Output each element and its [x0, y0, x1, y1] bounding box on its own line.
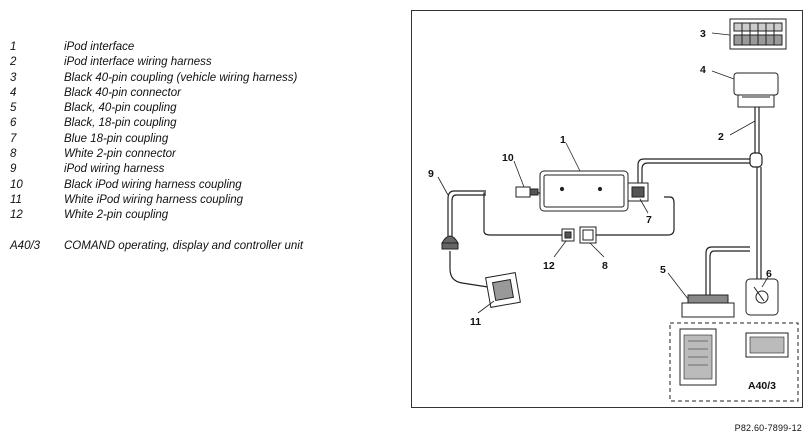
leader-5 [667, 272, 689, 300]
legend-item: 7 Blue 18-pin coupling [10, 132, 405, 147]
harness-10-to-12 [483, 192, 562, 236]
legend-number: 11 [10, 193, 22, 206]
coupling-3 [729, 18, 787, 50]
legend-text: COMAND operating, display and controller… [64, 239, 304, 252]
callout-6: 6 [766, 268, 772, 280]
harness-9 [447, 190, 486, 237]
legend-number: 9 [10, 163, 17, 176]
harness-branch-interface [634, 158, 750, 187]
callout-7: 7 [646, 214, 652, 226]
wiring-diagram: 3 4 2 1 10 9 7 12 8 11 5 6 A40/3 [411, 10, 803, 408]
legend-item: 8 White 2-pin connector [10, 147, 405, 162]
harness-9-lower [449, 251, 489, 288]
legend-list: 1 iPod interface 2 iPod interface wiring h… [10, 40, 405, 254]
legend-item: 9 iPod wiring harness [10, 162, 405, 177]
legend-item-unit: A40/3 COMAND operating, display and contr… [10, 239, 405, 254]
legend-number: 6 [10, 117, 17, 130]
leader-6 [761, 276, 769, 288]
legend-item: 12 White 2-pin coupling [10, 208, 405, 223]
callout-10: 10 [502, 152, 514, 164]
legend-text: White 2-pin connector [64, 148, 176, 161]
legend-number: 1 [10, 41, 17, 53]
harness-branch-5b [709, 250, 750, 295]
coupling-11 [485, 272, 521, 308]
leader-2 [729, 120, 756, 136]
legend-number: 8 [10, 148, 17, 161]
harness-9-grommet [441, 235, 459, 250]
coupling-12 [561, 228, 575, 242]
legend-text: Black, 40-pin coupling [64, 102, 177, 115]
leader-9 [437, 176, 449, 196]
harness-branch-5 [705, 246, 750, 295]
legend-number: 4 [10, 86, 17, 99]
legend-number: A40/3 [10, 239, 41, 252]
legend-text: Black 40-pin connector [64, 86, 181, 99]
legend-item: 3 Black 40-pin coupling (vehicle wiring h… [10, 71, 405, 86]
figure-reference: P82.60-7899-12 [734, 423, 802, 433]
wiring-diagram-canvas: 3 4 2 1 10 9 7 12 8 11 5 6 A40/3 [428, 18, 799, 402]
harness-9-b [451, 194, 486, 237]
leader-7 [639, 198, 649, 214]
legend-item: 5 Black, 40-pin coupling [10, 101, 405, 116]
legend-text: iPod wiring harness [64, 163, 165, 176]
legend-number: 12 [10, 209, 23, 222]
leader-4 [711, 70, 735, 80]
legend-number: 2 [10, 56, 17, 69]
legend-item: 2 iPod interface wiring harness [10, 55, 405, 70]
callout-4: 4 [700, 64, 706, 76]
legend-text: White 2-pin coupling [64, 209, 169, 222]
coupling-5 [681, 294, 735, 318]
legend-item: 1 iPod interface [10, 40, 405, 55]
callout-2: 2 [718, 131, 724, 143]
connector-8 [579, 226, 597, 244]
legend-text: Black 40-pin coupling (vehicle wiring ha… [64, 71, 298, 84]
callout-9: 9 [428, 168, 434, 180]
callout-3: 3 [700, 28, 706, 40]
callout-unit: A40/3 [748, 380, 776, 392]
legend-item: 11 White iPod wiring harness coupling [10, 193, 405, 208]
leader-3 [711, 32, 731, 36]
callout-12: 12 [543, 260, 555, 272]
leader-1 [565, 142, 581, 172]
leader-11 [477, 300, 495, 314]
legend-text: Black iPod wiring harness coupling [64, 178, 242, 191]
harness-split-node [749, 152, 763, 168]
legend-item: 4 Black 40-pin connector [10, 86, 405, 101]
harness-branch-interface-2 [641, 162, 750, 187]
legend-number: 5 [10, 102, 17, 115]
legend-number: 7 [10, 132, 17, 145]
callout-8: 8 [602, 260, 608, 272]
callout-1: 1 [560, 134, 566, 146]
legend-text: White iPod wiring harness coupling [64, 193, 243, 206]
harness-to-8 [596, 196, 675, 236]
leader-8 [589, 242, 605, 258]
callout-11: 11 [470, 316, 481, 328]
legend-spacer [10, 224, 405, 239]
leader-10 [513, 160, 525, 188]
unit-a40-3 [669, 322, 799, 402]
coupling-10 [515, 186, 539, 198]
coupling-6 [745, 278, 779, 316]
callout-5: 5 [660, 264, 666, 276]
legend-number: 3 [10, 71, 17, 84]
ipod-interface-1 [539, 170, 629, 212]
leader-12 [553, 240, 567, 258]
legend-text: iPod interface wiring harness [64, 56, 212, 69]
legend-item: 6 Black, 18-pin coupling [10, 116, 405, 131]
connector-4 [733, 72, 779, 108]
legend-number: 10 [10, 178, 23, 191]
legend-item: 10 Black iPod wiring harness coupling [10, 178, 405, 193]
legend-text: Black, 18-pin coupling [64, 117, 177, 130]
legend-text: Blue 18-pin coupling [64, 132, 169, 145]
legend-text: iPod interface [64, 41, 135, 53]
coupling-7 [627, 182, 649, 202]
